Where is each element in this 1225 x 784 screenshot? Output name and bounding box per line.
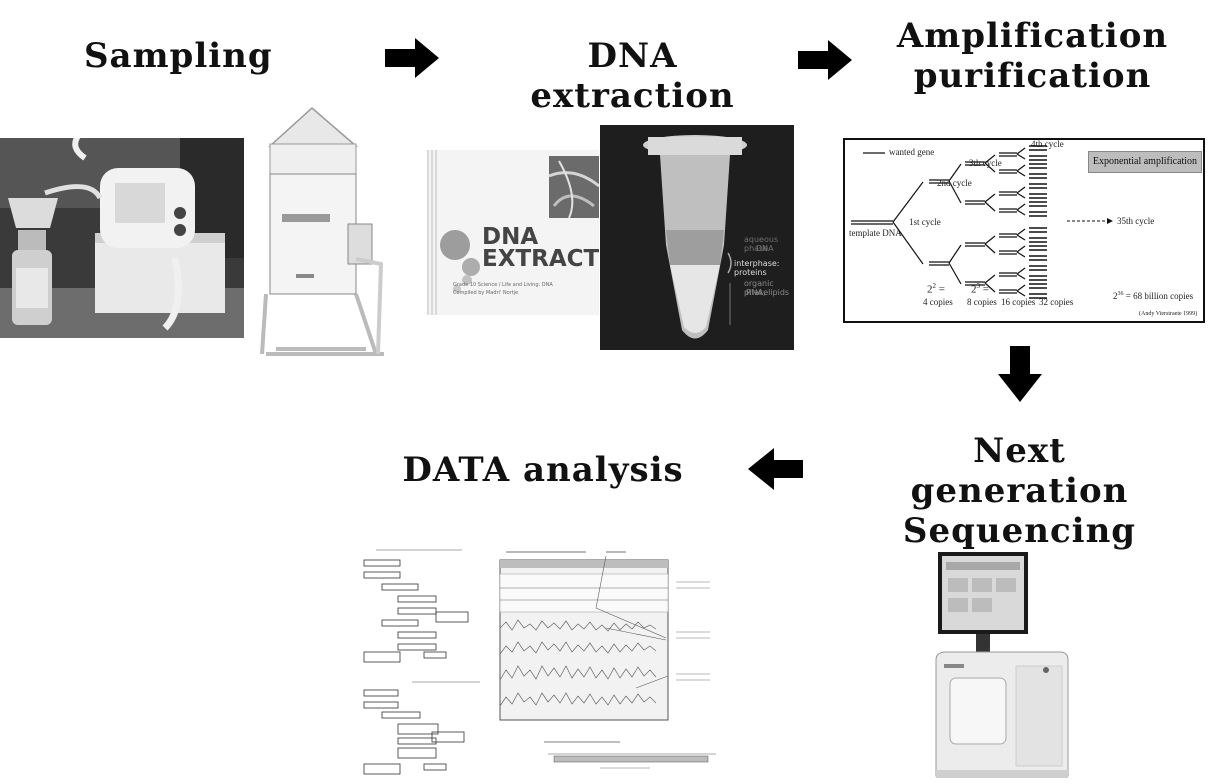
pcr-big-base: 2 [1113,291,1118,301]
pcr-cycle4-label: 4th cycle [1031,139,1064,149]
step-amplification-line2: purification [913,56,1152,96]
step-ngs: Next generation Sequencing [862,431,1177,551]
pcr-cycle2-label: 2nd cycle [937,178,972,188]
air-sampler-photo [256,104,388,359]
step-amplification: Amplification purification [890,16,1175,96]
arrow-left-icon [748,448,803,490]
arrow-down-icon [998,346,1042,402]
slide-subtitle-line1: Grade 10 Science / Life and Living: DNA [453,282,553,288]
pcr-legend-label: wanted gene [889,147,935,157]
read-alignment-bar [544,741,716,769]
pcr-base2: 2 [971,283,977,296]
analysis-workflow-flowchart [363,549,480,775]
phase-separation-tube-photo: aqueous phase DNA interphase: proteins o… [600,125,794,350]
slide-stripe [427,150,437,315]
step-data-analysis: DATA analysis [402,450,684,490]
arrow-right-icon [798,40,852,80]
slide-circles [440,230,480,293]
tube-label-organic2: RNA, lipids [746,288,790,297]
step-sampling: Sampling [84,36,273,76]
pcr-exponential-banner: Exponential amplification [1088,151,1202,173]
filtration-pump-photo [0,138,244,338]
pcr-billion-copies: 236 = 68 billion copies [1113,291,1193,301]
pcr-exp2: 3 [976,282,981,290]
pcr-base1: 2 [927,283,933,296]
ngs-sequencer-photo [935,552,1069,778]
pcr-cycle35-label: 35th cycle [1117,216,1155,226]
dna-extraction-slide: DNA EXTRACTION Grade 10 Science / Life a… [427,150,599,315]
pcr-exp1: 2 [932,282,937,290]
tube-label-aqueous2: DNA [756,244,774,253]
step-amplification-line1: Amplification [896,16,1169,56]
pcr-power-2-cubed: 23 = [971,282,989,296]
pcr-power-2-squared: 22 = [927,282,945,296]
slide-subtitle-line2: Compiled by Madri' Nortje [453,290,519,296]
pcr-cycle3-label: 3th cycle [969,158,1002,168]
tube-label-aqueous: aqueous phase [744,235,779,253]
pcr-template-label: template DNA [849,228,902,238]
slide-fiber-image [549,156,599,218]
arrow-right-icon [385,38,439,78]
tube-label-interphase: interphase: proteins [734,259,780,277]
pcr-branches [851,145,1113,299]
tube-label-organic: organic phase [744,279,774,297]
step-ngs-line1: Next generation [910,431,1129,511]
pcr-cycle1-label: 1st cycle [909,217,941,227]
slide-title-line2: EXTRACTION [482,246,599,272]
sequence-viewer-screenshot [499,551,710,721]
slide-title-line1: DNA [482,224,539,250]
pcr-big-value: = 68 billion copies [1125,291,1194,301]
pcr-amplification-diagram: wanted gene Exponential amplification te… [843,138,1205,323]
pcr-big-exp: 36 [1117,291,1124,297]
tube-graphic [643,135,747,339]
step-dna-extraction: DNA extraction [530,36,735,116]
pcr-copies-32: 32 copies [1039,297,1074,307]
pcr-credit: (Andy Vierstraete 1999) [1139,311,1198,317]
pcr-copies-4: 4 copies [923,297,953,307]
pcr-copies-16: 16 copies [1001,297,1036,307]
step-ngs-line2: Sequencing [902,511,1137,551]
pcr-copies-8: 8 copies [967,297,997,307]
